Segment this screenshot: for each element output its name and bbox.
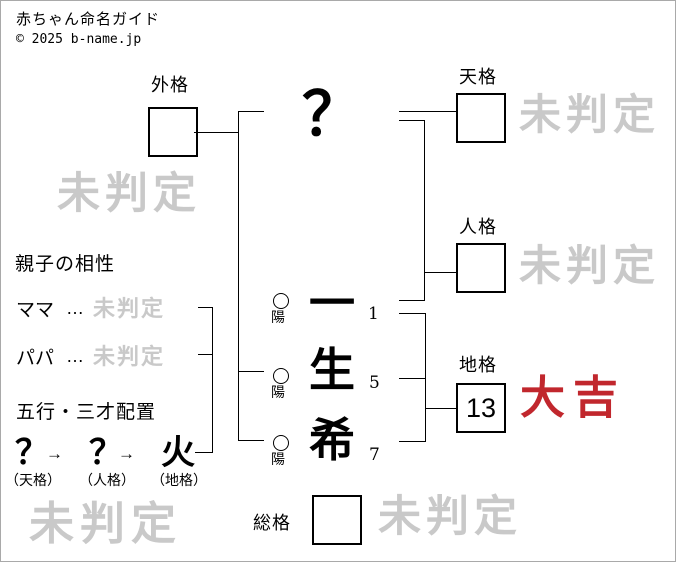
connector-line (399, 441, 425, 442)
gogyou-element-chikaku: 火 (149, 435, 207, 471)
stroke-count-1: 1 (368, 304, 379, 324)
connector-line (425, 313, 426, 442)
papa-label: パパ (16, 348, 55, 369)
name-char-1: 一 (309, 276, 355, 330)
gogyou-value: 火 (161, 433, 195, 473)
connector-line (195, 452, 212, 453)
connector-line (399, 120, 424, 121)
gaikaku-label: 外格 (151, 75, 189, 95)
connector-line (424, 272, 456, 273)
jinkaku-label: 人格 (459, 217, 497, 237)
mama-result: 未判定 (93, 295, 166, 322)
yang-label: 陽 (271, 451, 285, 467)
arrow-right-icon: → (46, 444, 63, 463)
connector-line (198, 354, 212, 355)
chikaku-result: 大吉 (520, 371, 627, 424)
copyright-text: © 2025 b-name.jp (16, 32, 142, 47)
soukaku-label: 総格 (253, 513, 291, 533)
soukaku-result: 未判定 (378, 492, 522, 542)
yang-label: 陽 (271, 309, 285, 325)
name-char-2: 生 (309, 343, 355, 397)
surname-placeholder: ？ (302, 80, 362, 150)
stroke-count-2: 5 (369, 373, 380, 393)
papa-result: 未判定 (93, 343, 166, 370)
connector-line (238, 371, 264, 372)
yang-label: 陽 (271, 384, 285, 400)
gogyou-element-jinkaku: ？ (77, 435, 135, 471)
gogyou-title: 五行・三才配置 (16, 402, 157, 423)
connector-line (212, 307, 213, 453)
compatibility-title: 親子の相性 (15, 254, 116, 275)
connector-line (399, 378, 425, 379)
gogyou-value: ？ (89, 433, 123, 473)
connector-line (198, 307, 212, 308)
connector-line (238, 111, 264, 112)
gaikaku-result: 未判定 (57, 169, 201, 219)
ellipsis: … (66, 298, 85, 318)
connector-line (424, 120, 425, 301)
tenkaku-result: 未判定 (519, 90, 661, 139)
connector-line (238, 440, 264, 441)
tenkaku-label: 天格 (459, 67, 497, 87)
stroke-count-3: 7 (369, 445, 380, 465)
chikaku-label: 地格 (459, 355, 497, 375)
connector-line (194, 132, 238, 133)
mama-label: ママ (16, 300, 55, 321)
connector-line (238, 111, 239, 441)
jinkaku-result: 未判定 (519, 241, 661, 290)
chikaku-value-box: 13 (456, 383, 506, 433)
jinkaku-value-box (456, 243, 506, 293)
site-title: 赤ちゃん命名ガイド (16, 11, 161, 28)
connector-line (399, 300, 424, 301)
soukaku-value-box (312, 495, 362, 545)
gogyou-result: 未判定 (29, 497, 183, 550)
connector-line (399, 313, 425, 314)
tenkaku-value-box (456, 93, 506, 143)
gogyou-label-chikaku: （地格） (151, 472, 207, 488)
ellipsis: … (66, 346, 85, 366)
compat-row-papa: パパ … 未判定 (16, 343, 165, 370)
yang-circle-icon (273, 435, 289, 451)
gogyou-label-tenkaku: （天格） (5, 472, 61, 488)
yang-circle-icon (273, 293, 289, 309)
arrow-right-icon: → (118, 444, 135, 463)
name-char-3: 希 (309, 413, 355, 467)
connector-line (399, 111, 456, 112)
gaikaku-value-box (148, 107, 198, 157)
yang-circle-icon (273, 368, 289, 384)
compat-row-mama: ママ … 未判定 (16, 295, 165, 322)
gogyou-value: ？ (15, 433, 49, 473)
connector-line (425, 408, 456, 409)
gogyou-label-jinkaku: （人格） (79, 472, 135, 488)
gogyou-element-tenkaku: ？ (3, 435, 61, 471)
